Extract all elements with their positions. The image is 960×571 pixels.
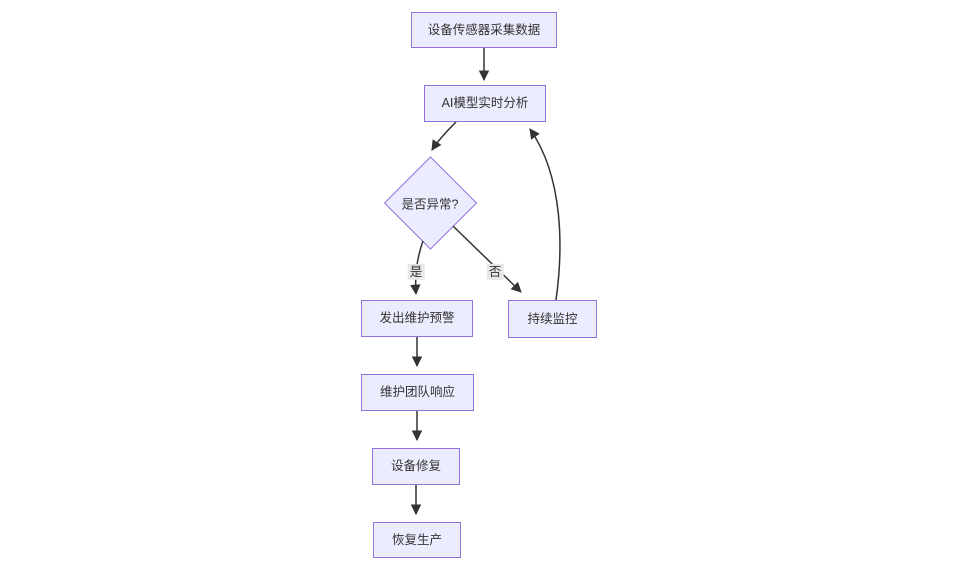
node-ai-realtime-analysis: AI模型实时分析 [424, 85, 546, 122]
node-resume-production: 恢复生产 [373, 522, 461, 558]
node-ai-realtime-analysis-label: AI模型实时分析 [441, 96, 529, 110]
node-equipment-repair-label: 设备修复 [390, 459, 441, 473]
node-resume-production-label: 恢复生产 [391, 532, 442, 547]
node-collect-sensor-data-label: 设备传感器采集数据 [427, 22, 541, 37]
node-collect-sensor-data: 设备传感器采集数据 [411, 12, 557, 48]
edge-label-no: 否 [486, 263, 504, 281]
node-maintenance-alert-label: 发出维护预警 [379, 311, 455, 325]
edge-decision-to-monitor-no [452, 225, 522, 293]
node-continuous-monitoring-label: 持续监控 [527, 311, 578, 326]
node-maintenance-team-response-label: 维护团队响应 [379, 385, 455, 399]
edge-monitor-to-analyze-loop [529, 128, 561, 301]
decision-anomaly-label: 是否异常? [401, 197, 459, 212]
edge-analyze-to-decision [431, 121, 457, 151]
node-continuous-monitoring: 持续监控 [508, 300, 597, 338]
node-equipment-repair: 设备修复 [372, 448, 460, 485]
node-maintenance-alert: 发出维护预警 [361, 300, 473, 337]
node-maintenance-team-response: 维护团队响应 [361, 374, 474, 411]
edge-label-yes: 是 [407, 263, 425, 281]
